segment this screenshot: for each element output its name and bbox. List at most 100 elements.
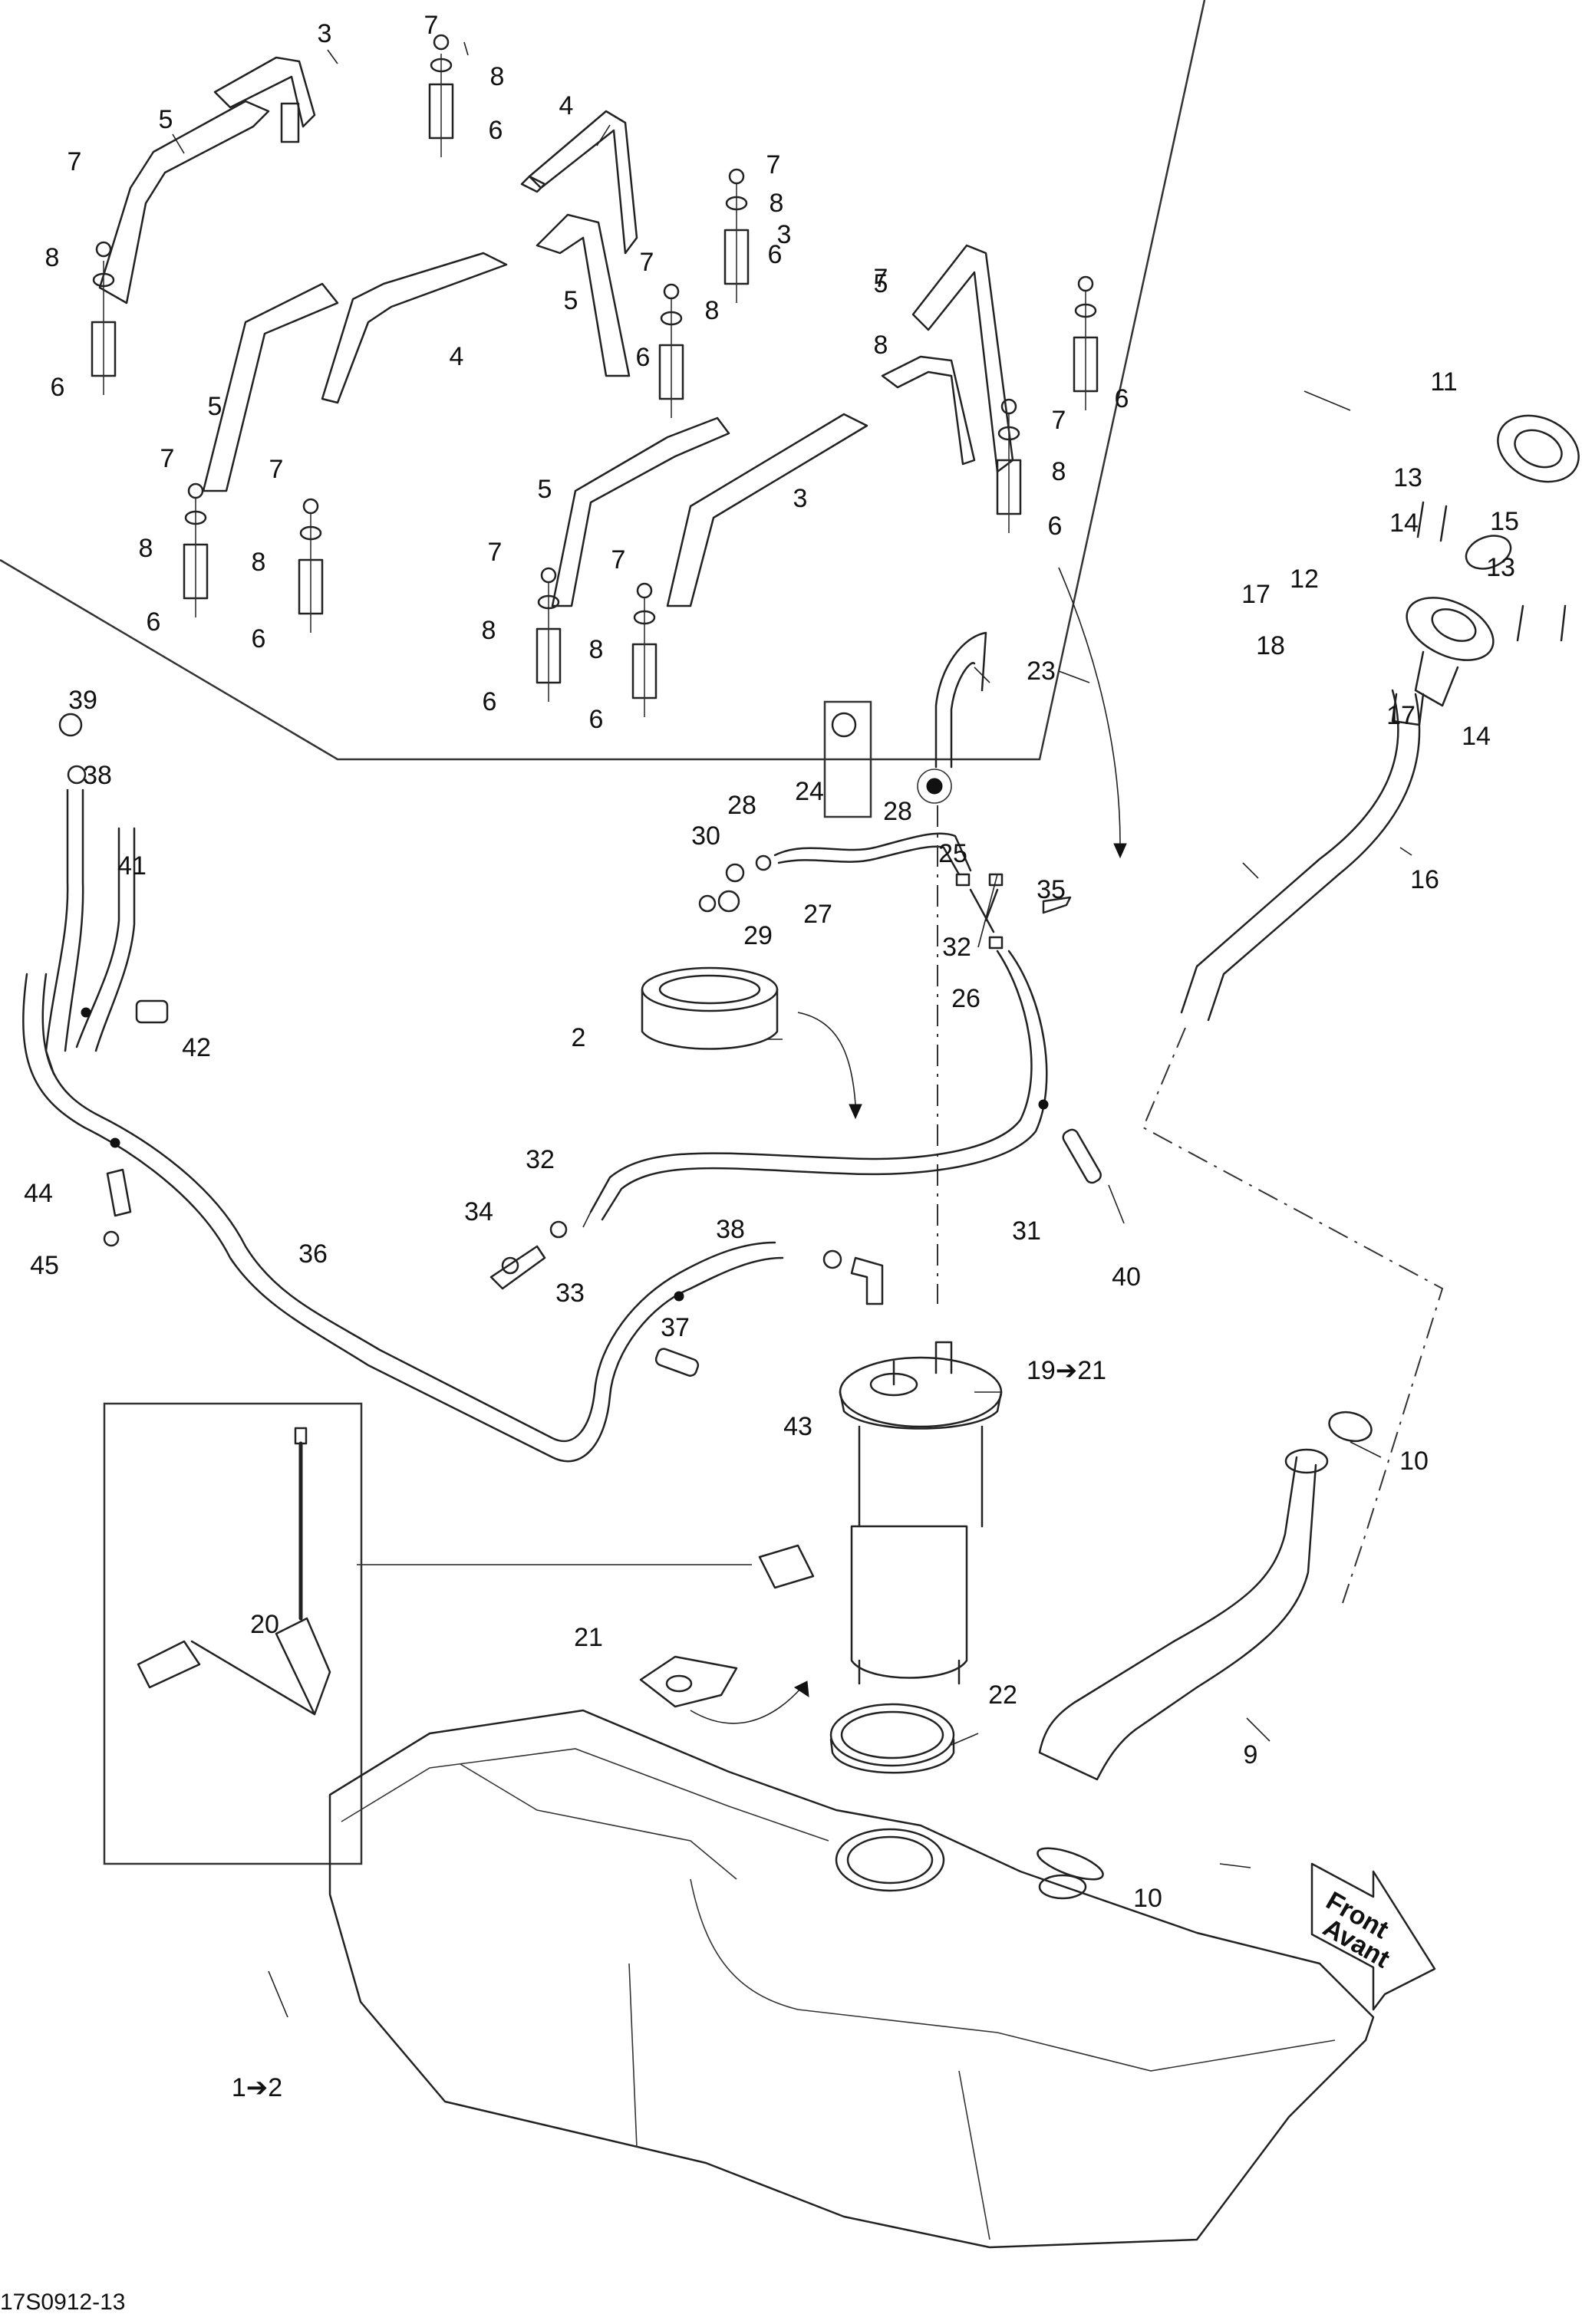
gasket-15 [1465,535,1512,570]
vent-hose-27 [773,832,972,876]
strap-4-middle [321,252,508,404]
callout-40: 40 [1112,1262,1141,1292]
callout-30: 30 [691,821,720,851]
arrowhead [794,1680,809,1698]
callout-7: 7 [160,444,175,473]
callout-7: 7 [1051,406,1066,435]
hose-41 [44,788,136,1075]
strap-5-middle [202,282,339,492]
callout-8: 8 [1051,457,1066,486]
filler-hose-16 [1180,689,1425,1022]
bracket-set [91,34,1099,717]
callout-6: 6 [488,116,503,145]
callout-7: 7 [639,248,654,277]
nipple-33-34 [489,1220,568,1290]
ring-arrow [797,1012,856,1105]
filler-neck-12 [1406,597,1495,707]
callout-21: 21 [574,1623,603,1652]
callout-17: 17 [1386,701,1416,730]
callout-6: 6 [635,343,651,372]
callout-23: 23 [1027,657,1056,686]
callout-28: 28 [883,797,912,826]
fitting-38-39 [58,713,87,785]
callout-7: 7 [766,150,781,179]
callout-16: 16 [1410,865,1439,894]
callout-8: 8 [769,189,784,218]
filler-assembly-axis [1142,1027,1444,1604]
callout-44: 44 [24,1179,53,1208]
callout-6: 6 [146,607,161,637]
callout-32: 32 [526,1145,555,1174]
callout-36: 36 [298,1239,328,1269]
sender-20-inset [103,1402,363,1865]
callout-8: 8 [588,635,604,664]
seal-arrow [690,1687,803,1724]
callout-8: 8 [489,62,505,91]
callout-37: 37 [661,1313,690,1342]
vent-assembly-arrow [1058,567,1121,844]
callout-6: 6 [588,705,604,734]
callout-39: 39 [68,686,97,715]
callout-10: 10 [1133,1884,1162,1913]
fitting-37-38-pump [822,1249,884,1305]
clamp-10-lower [1037,1847,1104,1881]
callout-25: 25 [938,839,967,868]
callout-20: 20 [250,1610,279,1639]
figure-id: 17S0912-13 [0,2289,126,2315]
callout-8: 8 [704,296,720,325]
float-part [758,1544,815,1589]
arrowhead [1113,843,1127,859]
callout-6: 6 [767,240,783,269]
callout-13: 13 [1393,463,1422,492]
arrowhead [849,1104,862,1120]
callout-15: 15 [1490,507,1519,536]
callout-9: 9 [1243,1740,1258,1769]
callout-18: 18 [1256,631,1285,660]
callout-8: 8 [481,616,496,645]
filler-hose-9 [1038,1448,1329,1781]
strap-5-middle-right [536,213,631,377]
callout-34: 34 [464,1197,493,1226]
callout-11: 11 [1430,367,1458,397]
callout-5: 5 [158,105,173,134]
clamp-40 [1062,1128,1102,1184]
callout-42: 42 [182,1033,211,1062]
callout-7: 7 [424,11,439,40]
strap-4-top [520,110,638,255]
callout-26: 26 [951,984,981,1013]
callout-6: 6 [482,687,497,716]
callout-7: 7 [67,147,82,176]
callout-22: 22 [988,1680,1017,1710]
strap-5-top-left [98,100,270,304]
callout-12: 12 [1290,565,1319,594]
hose-36 [22,973,784,1463]
vent-fittings [698,854,1072,950]
vent-hose-31 [589,950,1049,1221]
callout-4: 4 [559,91,574,120]
callout-4: 4 [449,342,464,371]
callout-7: 7 [611,545,626,574]
vent-hose-23 [934,631,987,769]
strap-3-right [911,244,1014,473]
callout-5: 5 [873,269,888,298]
callout-8: 8 [44,243,60,272]
ring-22 [829,1703,955,1774]
callout-38: 38 [83,761,112,790]
lock-ring-2 [641,966,779,1050]
valve-24-inset [823,700,952,818]
callout-13: 13 [1486,553,1515,582]
clamp-10-upper [1328,1411,1373,1443]
strap-5-right [881,355,976,466]
callout-14: 14 [1389,509,1419,538]
callout-14: 14 [1462,722,1491,751]
callout-7: 7 [873,264,888,293]
callout-8: 8 [873,331,888,360]
seal-21 [639,1655,738,1708]
leader-lines [172,41,1412,2018]
strap-3-lower [666,413,868,607]
callout-32: 32 [942,933,971,962]
callout-5: 5 [537,475,552,504]
fuel-tank-1 [328,1709,1375,2249]
callout-6: 6 [251,624,266,653]
